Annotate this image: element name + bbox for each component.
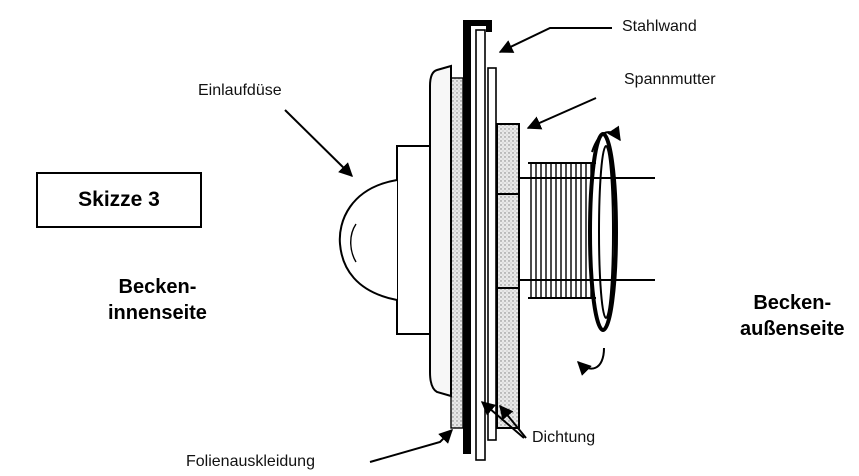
leader-lines xyxy=(284,27,612,463)
outer-seal xyxy=(487,67,497,441)
inner-side-line-1: Becken- xyxy=(118,276,197,298)
outer-side-line-1: Becken- xyxy=(753,292,832,314)
nozzle-flange xyxy=(429,64,452,398)
rotation-arrows xyxy=(577,125,621,376)
figure-title-box: Skizze 3 xyxy=(36,172,202,228)
inner-seal xyxy=(450,77,464,429)
label-seal: Dichtung xyxy=(532,429,596,446)
threaded-pipe xyxy=(520,132,655,332)
nozzle-body xyxy=(396,145,431,335)
outer-side-label: Becken- außenseite xyxy=(740,290,844,342)
nozzle-dome xyxy=(338,179,398,301)
outer-side-line-2: außenseite xyxy=(740,318,845,340)
liner xyxy=(463,24,471,454)
clamping-nut xyxy=(496,123,520,429)
inner-side-line-2: innenseite xyxy=(108,302,207,324)
label-inlet-nozzle: Einlaufdüse xyxy=(198,82,282,99)
label-liner: Folienauskleidung xyxy=(186,453,315,470)
label-clamping-nut: Spannmutter xyxy=(624,71,716,88)
figure-title: Skizze 3 xyxy=(78,188,160,211)
liner-hook xyxy=(463,20,492,32)
label-steel-wall: Stahlwand xyxy=(622,18,697,35)
inner-side-label: Becken- innenseite xyxy=(108,274,207,326)
steel-wall xyxy=(475,29,486,461)
